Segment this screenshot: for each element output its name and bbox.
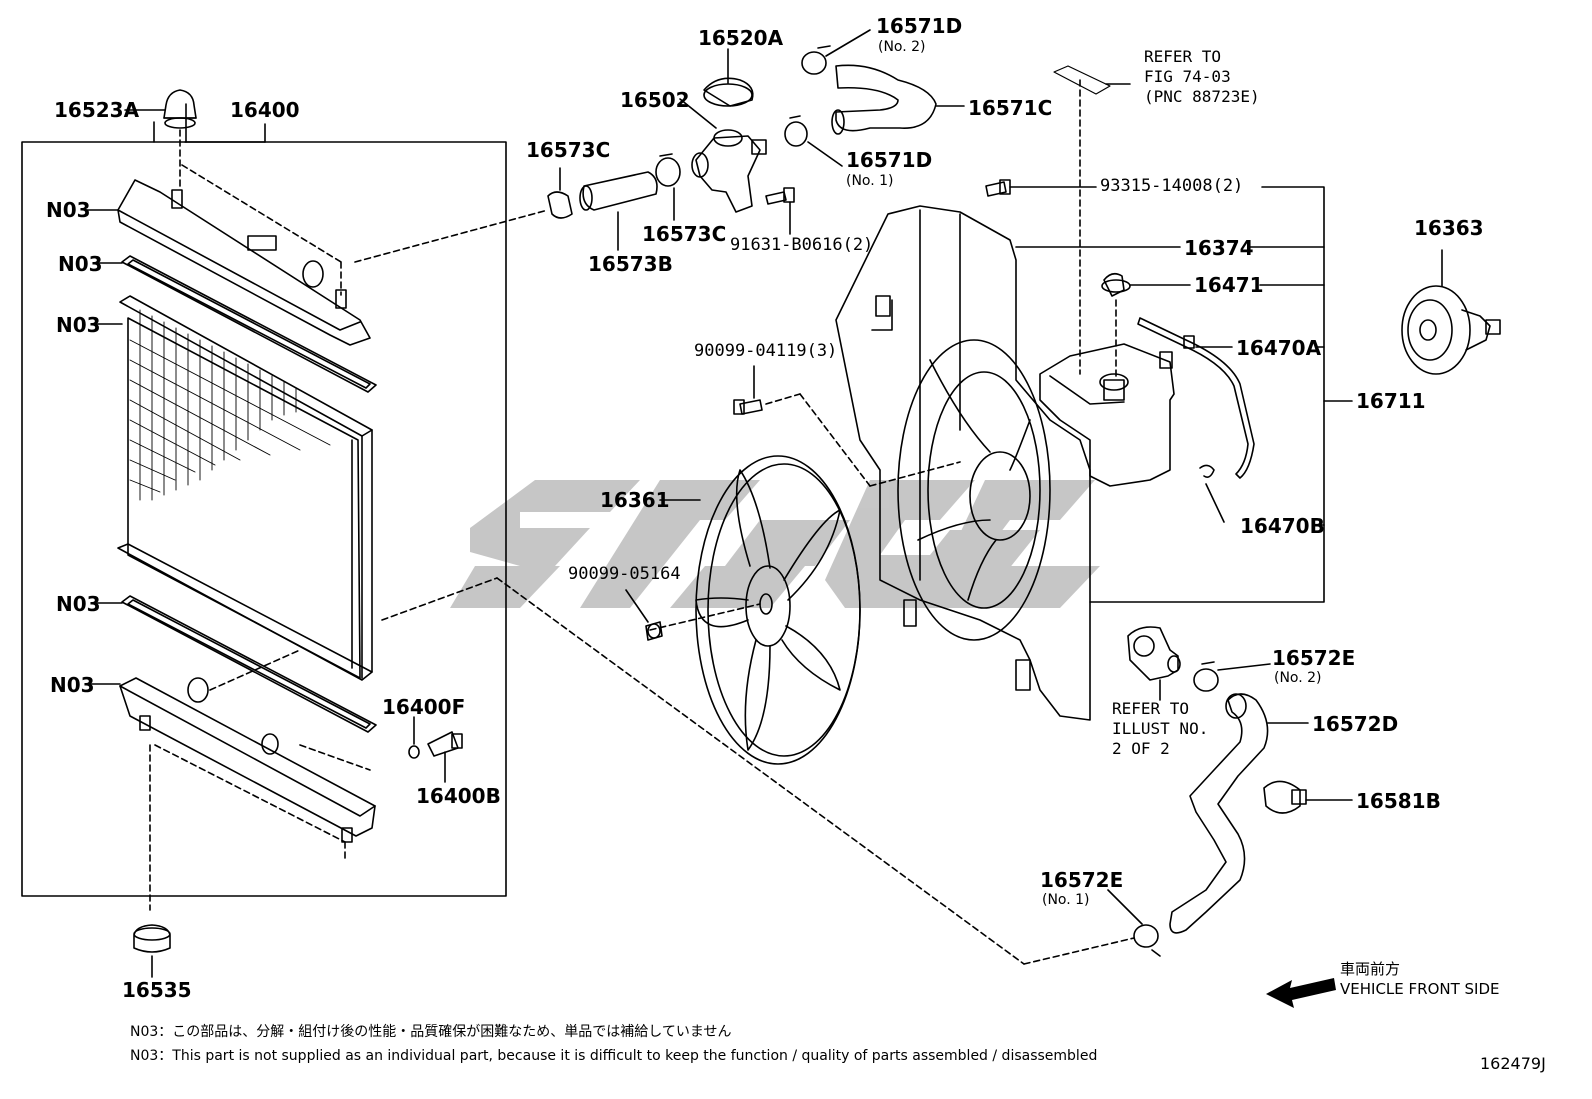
water-inlet-16502[interactable]: [679, 98, 767, 213]
hose-16571C[interactable]: [831, 64, 965, 135]
label-16400[interactable]: 16400: [230, 98, 300, 122]
bolt-90099-04119[interactable]: [733, 365, 763, 415]
cap-16523A[interactable]: [124, 89, 197, 129]
label-16535[interactable]: 16535: [122, 978, 192, 1002]
fan-shroud-16374[interactable]: [835, 205, 1181, 721]
fan-motor-16363[interactable]: [1401, 249, 1501, 375]
label-16363[interactable]: 16363: [1414, 216, 1484, 240]
clamp-16572E-no2[interactable]: [1193, 661, 1271, 692]
label-16571C[interactable]: 16571C: [968, 96, 1053, 120]
drain-cock-16400B[interactable]: [427, 731, 463, 783]
label-16711[interactable]: 16711: [1356, 389, 1426, 413]
label-16400F[interactable]: 16400F: [382, 695, 466, 719]
label-16573C-left[interactable]: 16573C: [526, 138, 611, 162]
figure-id: 162479J: [1480, 1054, 1546, 1073]
reservoir-cap-16471[interactable]: [1101, 272, 1191, 297]
reservoir-tank[interactable]: [1039, 343, 1175, 487]
label-16374[interactable]: 16374: [1184, 236, 1254, 260]
vehicle-front-jp: 車両前方: [1340, 960, 1401, 978]
label-16520A[interactable]: 16520A: [698, 26, 784, 50]
oring-16400F[interactable]: [408, 716, 420, 759]
hose-16470A[interactable]: [1137, 317, 1255, 479]
note-n03-en: N03：This part is not supplied as an indi…: [130, 1048, 1098, 1064]
label-n03-lower-tank[interactable]: N03: [50, 673, 95, 697]
clamp-16470B[interactable]: [1199, 464, 1225, 523]
core-fins: [129, 309, 331, 501]
label-16502[interactable]: 16502: [620, 88, 690, 112]
note-n03-jp: N03：この部品は、分解・組付け後の性能・品質確保が困難なため、単品では補給して…: [130, 1024, 732, 1040]
refer-illust-line-1: REFER TO: [1112, 699, 1190, 718]
hose-16572D[interactable]: [1169, 693, 1309, 934]
label-16573B[interactable]: 16573B: [588, 252, 673, 276]
label-90099-05164[interactable]: 90099-05164: [568, 564, 681, 584]
clamp-16571D-no1[interactable]: [784, 115, 843, 167]
radiator-core[interactable]: [91, 295, 373, 681]
cap-16520A[interactable]: [703, 48, 754, 107]
label-n03-upper-gasket[interactable]: N03: [58, 252, 103, 276]
watermark-logo: [450, 480, 1100, 608]
clamp-16573C-right[interactable]: [655, 153, 681, 221]
vehicle-front-arrow-icon: [1266, 978, 1336, 1008]
bolt-93315[interactable]: [985, 179, 1097, 197]
clamp-16571D-no2[interactable]: [801, 29, 871, 75]
bolt-91631[interactable]: [765, 187, 795, 235]
lower-gasket[interactable]: [96, 595, 377, 733]
upper-gasket[interactable]: [96, 255, 377, 393]
nut-90099-05164[interactable]: [625, 589, 663, 641]
sublabel-no1-top: (No. 1): [846, 173, 894, 189]
refer-fig-line-3: (PNC 88723E): [1144, 87, 1260, 106]
label-16400B[interactable]: 16400B: [416, 784, 501, 808]
sublabel-no1-bottom: (No. 1): [1042, 892, 1090, 908]
label-16471[interactable]: 16471: [1194, 273, 1264, 297]
label-n03-lower-gasket[interactable]: N03: [56, 592, 101, 616]
reference-sheet: [1053, 65, 1111, 95]
refer-illust-line-2: ILLUST NO.: [1112, 719, 1209, 738]
upper-tank[interactable]: [86, 179, 371, 346]
sublabel-no2-top: (No. 2): [878, 39, 926, 55]
clamp-16581B[interactable]: [1263, 780, 1353, 814]
label-16572E-no1[interactable]: 16572E: [1040, 868, 1124, 892]
cushion-16535[interactable]: [133, 924, 171, 978]
refer-illust-line-3: 2 OF 2: [1112, 739, 1170, 758]
water-outlet: [1127, 626, 1181, 701]
sublabel-no2-bottom: (No. 2): [1274, 670, 1322, 686]
label-16571D-no2[interactable]: 16571D: [876, 14, 963, 38]
clamp-16573C-left[interactable]: [547, 167, 573, 219]
label-16470B[interactable]: 16470B: [1240, 514, 1325, 538]
label-16573C-right[interactable]: 16573C: [642, 222, 727, 246]
label-16361[interactable]: 16361: [600, 488, 670, 512]
bracket-16711: [1089, 186, 1325, 603]
label-91631-B0616[interactable]: 91631-B0616(2): [730, 235, 874, 255]
cooling-fan-16361[interactable]: [659, 455, 861, 765]
label-90099-04119[interactable]: 90099-04119(3): [694, 341, 838, 361]
label-16572E-no2[interactable]: 16572E: [1272, 646, 1356, 670]
shroud-fan-ring: [897, 339, 1051, 641]
label-16571D-no1[interactable]: 16571D: [846, 148, 933, 172]
label-16523A[interactable]: 16523A: [54, 98, 140, 122]
label-93315-14008[interactable]: 93315-14008(2): [1100, 176, 1244, 196]
lower-tank[interactable]: [89, 677, 376, 843]
label-16581B[interactable]: 16581B: [1356, 789, 1441, 813]
label-16572D[interactable]: 16572D: [1312, 712, 1399, 736]
refer-fig-line-1: REFER TO: [1144, 47, 1222, 66]
vehicle-front-en: VEHICLE FRONT SIDE: [1340, 980, 1500, 998]
label-16470A[interactable]: 16470A: [1236, 336, 1322, 360]
label-n03-core[interactable]: N03: [56, 313, 101, 337]
hose-16573B[interactable]: [579, 171, 658, 251]
clamp-16572E-no1[interactable]: [1107, 889, 1161, 957]
refer-fig-line-2: FIG 74-03: [1144, 67, 1231, 86]
label-n03-upper-tank[interactable]: N03: [46, 198, 91, 222]
